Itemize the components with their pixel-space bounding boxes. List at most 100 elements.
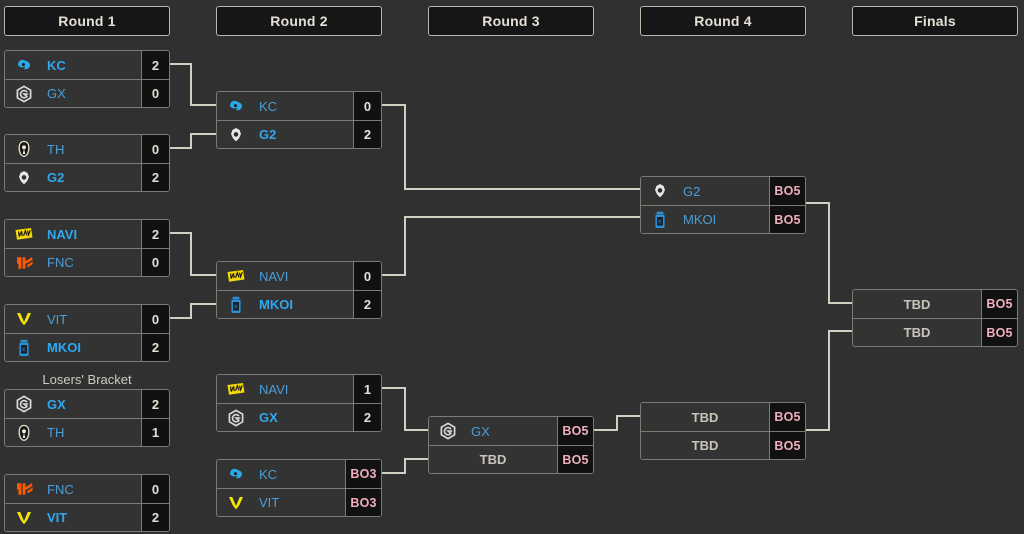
team-score: 0 xyxy=(141,305,169,333)
team-score: 0 xyxy=(141,135,169,163)
svg-text:K: K xyxy=(234,304,238,310)
bracket-connector-line xyxy=(382,274,406,276)
g2-logo xyxy=(221,121,251,149)
team-name: NAVI xyxy=(259,268,289,284)
team-score: 2 xyxy=(141,220,169,248)
team-name: FNC xyxy=(47,255,74,270)
team-name: TH xyxy=(47,141,65,157)
team-score: 2 xyxy=(353,404,381,431)
match-row[interactable]: TBD BO5 xyxy=(641,403,805,431)
navi-logo xyxy=(9,220,39,248)
vit-logo xyxy=(9,305,39,333)
bracket-connector-line xyxy=(190,104,216,106)
match-row[interactable]: TH 0 xyxy=(5,135,169,163)
round-header-tab[interactable]: Round 4 xyxy=(640,6,806,36)
kc-logo xyxy=(9,51,39,79)
th-logo xyxy=(9,419,39,447)
vit-logo xyxy=(221,489,251,517)
bracket-connector-line xyxy=(190,232,192,275)
gx-logo xyxy=(433,417,463,445)
bracket-connector-line xyxy=(806,202,830,204)
bracket-connector-line xyxy=(170,317,192,319)
team-score: 0 xyxy=(353,262,381,290)
match-row[interactable]: NAVI 0 xyxy=(217,262,381,290)
team-name: FNC xyxy=(47,481,74,497)
bracket-connector-line xyxy=(190,303,216,305)
team-name: TBD xyxy=(691,409,719,425)
team-name: NAVI xyxy=(259,381,289,397)
bracket-connector-line xyxy=(404,104,406,189)
bracket-connector-line xyxy=(382,472,406,474)
round-header-tab[interactable]: Finals xyxy=(852,6,1018,36)
team-score: 1 xyxy=(141,419,169,446)
team-name: GX xyxy=(47,86,66,101)
bracket-connector-line xyxy=(828,202,830,303)
team-score: 2 xyxy=(353,121,381,148)
round-header-tab[interactable]: Round 1 xyxy=(4,6,170,36)
team-name: TBD xyxy=(903,296,931,312)
series-format-badge: BO5 xyxy=(769,403,805,431)
team-name: GX xyxy=(259,410,278,425)
match-row[interactable]: GX 2 xyxy=(217,403,381,431)
bracket-connector-line xyxy=(616,415,618,431)
team-score: 0 xyxy=(353,92,381,120)
svg-text:K: K xyxy=(658,219,662,225)
bracket-connector-line xyxy=(404,188,640,190)
round-header-tab[interactable]: Round 2 xyxy=(216,6,382,36)
navi-logo xyxy=(221,262,251,290)
team-name: KC xyxy=(47,57,66,73)
team-name: KC xyxy=(259,98,278,114)
th-logo xyxy=(9,135,39,163)
match-row[interactable]: KC 0 xyxy=(217,92,381,120)
bracket-connector-line xyxy=(828,330,852,332)
team-name: GX xyxy=(47,396,66,412)
kc-logo xyxy=(221,92,251,120)
bracket-connector-line xyxy=(170,63,192,65)
team-name: G2 xyxy=(47,170,65,185)
g2-logo xyxy=(9,164,39,192)
team-score: 0 xyxy=(141,80,169,107)
bracket-connector-line xyxy=(382,387,406,389)
round-header-tab[interactable]: Round 3 xyxy=(428,6,594,36)
series-format-badge: BO5 xyxy=(557,417,593,445)
fnc-logo xyxy=(9,475,39,503)
match-row[interactable]: GX 0 xyxy=(5,79,169,107)
gx-logo xyxy=(9,390,39,418)
